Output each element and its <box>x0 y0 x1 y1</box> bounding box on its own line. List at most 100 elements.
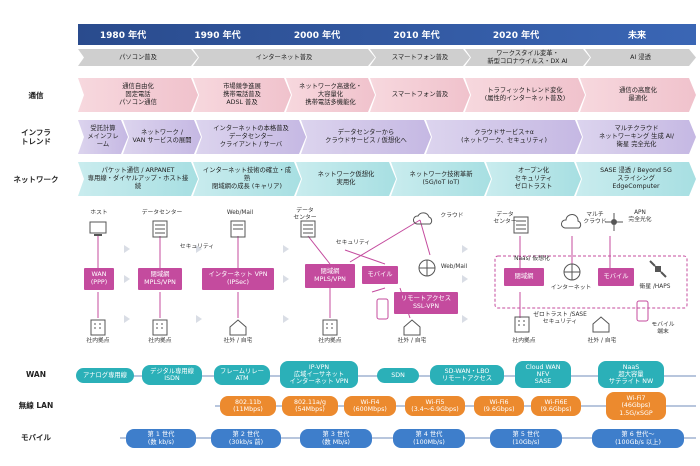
wan-cloud-wan: Cloud WAN NFV SASE <box>515 361 571 388</box>
wireless-wifi5: Wi-Fi5 (3.4～6.9Gbps) <box>405 396 465 416</box>
telecom-stage-5: トラフィックトレンド変化 (属性的インターネット普及) <box>465 78 585 112</box>
telecom-stage-3: ネットワーク高速化・ 大容量化 携帯電話多機能化 <box>286 78 375 112</box>
era-2000: 2000 年代 <box>293 31 341 41</box>
closed-mpls-box: 閉域網 MPLS/VPN <box>138 268 182 290</box>
webmail-label: Web/Mail <box>226 210 254 216</box>
infra-stage-3: インターネットの本格普及 データセンター クライアント / サーバ <box>196 120 306 154</box>
pc-stage-4: ワークスタイル変革・ 新型コロナウイルス・DX AI <box>465 49 590 66</box>
telecom-stage-1: 通信自由化 固定電話 パソコン通信 <box>78 78 198 112</box>
home-icon <box>229 319 247 336</box>
wan-analog: アナログ専用線 <box>76 368 134 383</box>
mobile-gen5: 第 5 世代 (10Gb/s) <box>490 429 562 448</box>
branch-label-2020s: 社内拠点 <box>512 338 536 344</box>
branch-office-icon <box>322 319 338 336</box>
remote-home-label-2020s: 社外 / 自宅 <box>587 338 617 344</box>
multicloud-icon <box>561 214 582 229</box>
apn-label: APN 完全光化 <box>628 210 652 223</box>
multicloud-label: マルチ クラウド <box>583 212 607 225</box>
network-stage-4: ネットワーク技術革新 (5G/IoT IoT) <box>391 162 491 196</box>
infra-stage-4: データセンターから クラウドサービス / 仮想化へ <box>301 120 431 154</box>
web-mail-server-icon <box>230 220 246 238</box>
telecom-stage-6: 通信の高度化 最適化 <box>580 78 696 112</box>
wireless-80211b: 802.11b (11Mbps) <box>220 396 276 416</box>
network-stage-3: ネットワーク仮想化 実用化 <box>296 162 396 196</box>
closed-network-box-2020s: 閉域網 <box>504 268 544 286</box>
datacenter-icon <box>300 220 316 238</box>
pc-stage-3: スマートフォン普及 <box>370 49 470 66</box>
datacenter-label-2000s: データ センター <box>293 208 317 221</box>
row-label-telecom: 通信 <box>28 91 44 100</box>
era-1980: 1980 年代 <box>99 31 147 41</box>
wireless-wifi7: Wi-Fi7 (46Gbps) 1.5G/xSGP <box>606 392 666 420</box>
telecom-stage-2: 市場競争進展 携帯電話普及 ADSL 普及 <box>193 78 291 112</box>
row-label-infra: インフラ トレンド <box>21 128 51 146</box>
remote-home-label-2010s: 社外 / 自宅 <box>397 338 427 344</box>
security-label-2000s: セキュリティ <box>335 240 371 246</box>
wan-digital-isdn: デジタル専用線 ISDN <box>142 365 202 385</box>
internet-label: インターネット <box>550 285 592 291</box>
datacenter-icon <box>152 220 168 238</box>
era-2020: 2020 年代 <box>492 31 540 41</box>
era-2010: 2010 年代 <box>393 31 440 41</box>
satellite-label: 衛星 /HAPS <box>639 284 671 290</box>
naas-virtual-label: Naas/ 仮想化 <box>514 256 550 262</box>
infra-stage-6: マルチクラウド ネットワーキング 生成 AI/ 衛星 完全光化 <box>577 120 696 154</box>
remote-access-box: リモートアクセス SSL-VPN <box>394 292 458 314</box>
branch-office-icon <box>90 319 106 336</box>
satellite-icon <box>649 260 667 278</box>
wan-frame-relay-atm: フレームリレー ATM <box>214 365 270 385</box>
globe-icon <box>418 259 436 277</box>
mobile-gen6: 第 6 世代～ (100Gb/s 以上) <box>592 429 684 448</box>
internet-globe-icon <box>563 263 581 281</box>
branch-label-2000s: 社内拠点 <box>318 338 342 344</box>
home-icon <box>403 319 421 336</box>
wan-ip-vpn: IP-VPN 広域イーサネット インターネット VPN <box>280 361 358 388</box>
remote-home-label-2000: 社外 / 自宅 <box>223 338 253 344</box>
wan-sdwan: SD-WAN・LBO リモートアクセス <box>430 365 504 385</box>
network-stage-6: SASE 浸透 / Beyond 5G スライシング EdgeComputer <box>576 162 696 196</box>
branch-office-icon <box>514 316 530 333</box>
mobile-gen4: 第 4 世代 (100Mb/s) <box>393 429 465 448</box>
datacenter-label-2020s: データ センター <box>493 212 517 225</box>
datacenter-icon <box>513 216 529 234</box>
smartphone-icon <box>376 298 389 320</box>
infra-stage-1: 受託計算 メインフレーム <box>78 120 128 154</box>
wan-sdn: SDN <box>377 368 419 383</box>
mobile-box: モバイル <box>362 266 398 284</box>
network-stage-1: パケット通信 / ARPANET 専用線・ダイヤルアップ・ホスト接続 <box>78 162 198 196</box>
infra-stage-5: クラウドサービス+α (ネットワーク、セキュリティ) <box>426 120 582 154</box>
home-icon <box>592 316 610 333</box>
row-label-wireless: 無線 LAN <box>18 401 54 410</box>
zerotrust-label: ゼロトラスト /SASE セキュリティ <box>533 312 587 325</box>
era-future: 未来 <box>627 31 646 41</box>
wireless-wifi4: Wi-Fi4 (600Mbps) <box>344 396 396 416</box>
branch-office-icon <box>152 319 168 336</box>
pc-stage-1: パソコン普及 <box>78 49 198 66</box>
wireless-wifi6: Wi-Fi6 (9.6Gbps) <box>474 396 524 416</box>
pc-stage-5: AI 浸透 <box>585 49 696 66</box>
telecom-stage-4: スマートフォン普及 <box>370 78 470 112</box>
closed-mpls-box-2010s: 閉域網 MPLS/VPN <box>305 264 355 288</box>
host-icon <box>89 221 107 236</box>
era-1990: 1990 年代 <box>194 31 241 41</box>
row-label-wan: WAN <box>25 370 47 379</box>
mobile-box-2020s: モバイル <box>598 268 634 286</box>
infra-stage-2: ネットワーク / VAN サービスの展開 <box>123 120 201 154</box>
datacenter-label: データセンター <box>141 210 183 216</box>
network-stage-2: インターネット技術の確立・成熟 閉域網の成長 (キャリア) <box>193 162 301 196</box>
wireless-80211ag: 802.11a/g (54Mbps) <box>282 396 338 416</box>
wan-ppp-box: WAN (PPP) <box>84 268 114 290</box>
row-label-mobile: モバイル <box>21 433 51 442</box>
webmail-label-2010s: Web/Mail <box>440 264 468 270</box>
branch-label-1980: 社内拠点 <box>86 338 110 344</box>
row-label-network: ネットワーク <box>13 175 59 184</box>
internet-vpn-box: インターネット VPN (IPSec) <box>202 268 274 290</box>
era-header-bar: 1980 年代 1990 年代 2000 年代 2010 年代 2020 年代 … <box>78 24 696 45</box>
cloud-label: クラウド <box>440 213 464 219</box>
apn-fiber-icon <box>605 213 623 231</box>
wan-naas: NaaS 超大容量 サテライト NW <box>598 361 664 388</box>
wireless-wifi6e: Wi-Fi6E (9.6Gbps) <box>531 396 581 416</box>
mobile-gen2: 第 2 世代 (30kb/s 前) <box>211 429 281 448</box>
pc-stage-2: インターネット普及 <box>193 49 375 66</box>
mobile-terminal-icon <box>636 300 649 322</box>
